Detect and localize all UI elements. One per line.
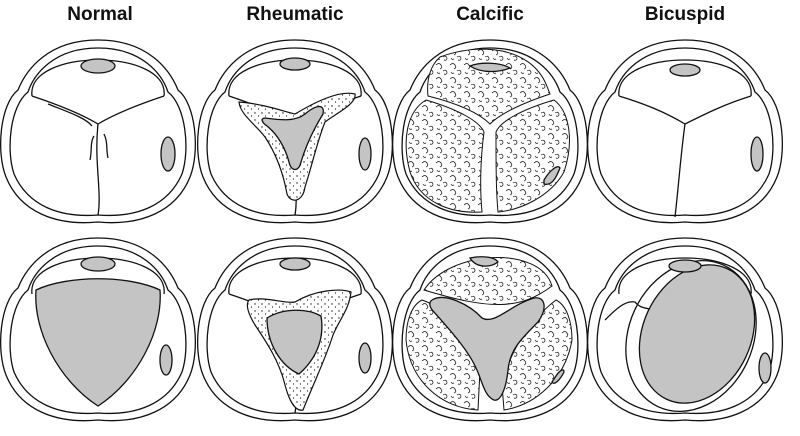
valve-calcific-closed — [391, 39, 589, 224]
valve-calcific-open — [391, 237, 589, 422]
valve-normal-open — [0, 237, 197, 422]
title-bicuspid: Bicuspid — [644, 4, 726, 25]
valve-bicuspid-closed — [586, 39, 784, 224]
title-calcific: Calcific — [456, 4, 524, 25]
title-rheumatic: Rheumatic — [246, 4, 344, 25]
valve-normal-closed — [0, 39, 197, 224]
valve-rheumatic-open — [196, 237, 394, 422]
title-normal: Normal — [67, 4, 133, 25]
valve-rheumatic-closed — [196, 39, 394, 224]
valve-bicuspid-open — [586, 237, 784, 422]
